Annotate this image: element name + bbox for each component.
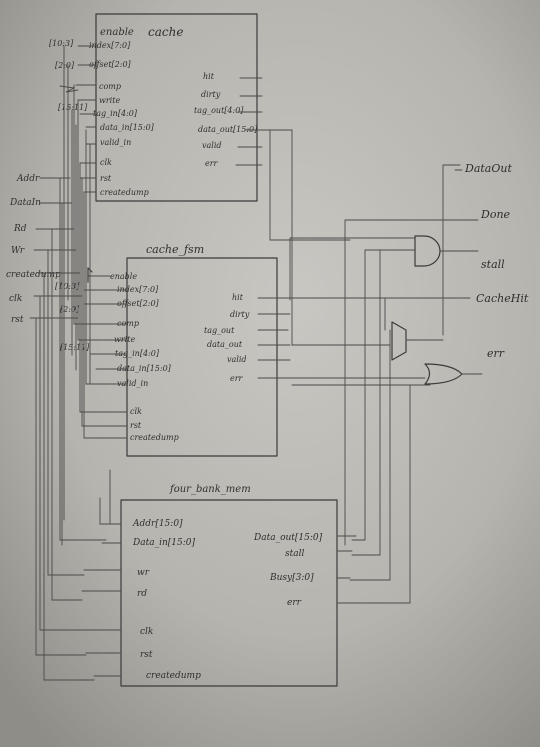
left-signal-datain: DataIn	[9, 198, 41, 208]
fsm-pin-createdump: createdump	[130, 433, 179, 442]
cache-pin-rst: rst	[100, 174, 112, 183]
fsm-pin-write: write	[114, 335, 135, 344]
mem-pin-addr: Addr[15:0]	[132, 519, 183, 529]
right-output-done: Done	[480, 208, 511, 221]
fsm-out-dirty: dirty	[230, 310, 250, 319]
mem-pin-createdump: createdump	[146, 671, 201, 681]
left-signals: Addr DataIn Rd Wr createdump clk rst	[6, 174, 61, 325]
fsm-pin-valid-in: valid_in	[117, 379, 148, 388]
cache-pin-offset: offset[2:0]	[89, 60, 132, 69]
cache-out-data-out: data_out[15:0]	[198, 125, 258, 134]
fsm-pin-data-in: data_in[15:0]	[117, 364, 172, 373]
memory-box	[120, 499, 338, 687]
mem-pin-data-in: Data_in[15:0]	[132, 538, 195, 548]
left-signal-createdump: createdump	[6, 270, 61, 280]
cache-out-tag-out: tag_out[4:0]	[194, 106, 244, 115]
left-signal-wr: Wr	[11, 246, 25, 256]
fsm-bus-label-tag: [15:11]	[60, 343, 90, 352]
right-output-stall: stall	[481, 258, 505, 271]
right-output-cachehit: CacheHit	[476, 292, 529, 305]
mux-shape	[391, 321, 407, 361]
cache-box	[95, 13, 258, 202]
left-signal-addr: Addr	[16, 174, 40, 184]
and-gate	[414, 235, 441, 267]
cache-title: cache	[148, 25, 183, 39]
cache-fsm-title: cache_fsm	[146, 243, 204, 256]
mem-pin-wr: wr	[137, 568, 150, 578]
fsm-pin-offset: offset[2:0]	[117, 299, 160, 308]
cache-pin-createdump: createdump	[100, 188, 149, 197]
cache-pin-tag-in: tag_in[4:0]	[93, 109, 138, 118]
mem-out-err: err	[287, 598, 302, 608]
cache-bus-label-tag: [15:11]	[58, 103, 88, 112]
fsm-pin-clk: clk	[130, 407, 142, 416]
right-wiring	[259, 129, 483, 604]
right-output-dataout: DataOut	[464, 162, 512, 175]
right-output-err: err	[487, 347, 505, 360]
left-signal-rst: rst	[11, 315, 24, 325]
mem-pin-rst: rst	[140, 650, 153, 660]
right-outputs: DataOut Done stall CacheHit err	[464, 162, 529, 360]
fsm-out-err: err	[230, 374, 244, 383]
fsm-pin-tag-in: tag_in[4:0]	[115, 349, 160, 358]
mem-pin-clk: clk	[140, 627, 153, 637]
fsm-out-hit: hit	[232, 293, 244, 302]
cache-pin-comp: comp	[99, 82, 121, 91]
cache-bus-label-index: [10:3]	[49, 39, 74, 48]
left-signal-rd: Rd	[13, 224, 27, 234]
cache-fsm-box	[126, 257, 278, 457]
cache-pin-data-in: data_in[15:0]	[100, 123, 155, 132]
fsm-pin-index: index[7:0]	[117, 285, 159, 294]
or-gate	[424, 363, 463, 385]
fsm-out-tag-out: tag_out	[204, 326, 235, 335]
fsm-bus-label-index: [10:3]	[55, 282, 80, 291]
cache-pin-write: write	[99, 96, 120, 105]
fsm-pin-enable: enable	[110, 272, 137, 281]
fsm-bus-label-offset: [2:0]	[60, 305, 80, 314]
memory-block: four_bank_mem Addr[15:0] Data_in[15:0] w…	[81, 484, 357, 687]
mem-out-stall: stall	[285, 549, 304, 559]
mem-out-busy: Busy[3:0]	[269, 573, 314, 583]
cache-pin-index: index[7:0]	[89, 41, 131, 50]
fsm-out-valid: valid	[227, 355, 247, 364]
fsm-pin-comp: comp	[117, 319, 139, 328]
left-wire-bundle	[29, 45, 111, 681]
mem-pin-rd: rd	[137, 589, 147, 599]
cache-pin-enable: enable	[100, 27, 134, 38]
cache-pin-clk: clk	[100, 158, 112, 167]
cache-out-dirty: dirty	[201, 90, 221, 99]
fsm-pin-rst: rst	[130, 421, 142, 430]
fsm-out-data-out: data_out	[207, 340, 243, 349]
cache-pin-valid-in: valid_in	[100, 138, 131, 147]
cache-out-err: err	[205, 159, 219, 168]
mem-out-data-out: Data_out[15:0]	[253, 533, 323, 543]
cache-out-hit: hit	[203, 72, 215, 81]
cache-out-valid: valid	[202, 141, 222, 150]
cache-bus-label-offset: [2:0]	[55, 61, 75, 70]
cache-fsm-block: cache_fsm enable index[7:0] offset[2:0] …	[55, 243, 293, 457]
left-signal-clk: clk	[9, 294, 22, 304]
cache-block: enable cache index[7:0] offset[2:0] comp…	[49, 13, 271, 202]
memory-title: four_bank_mem	[169, 484, 251, 495]
